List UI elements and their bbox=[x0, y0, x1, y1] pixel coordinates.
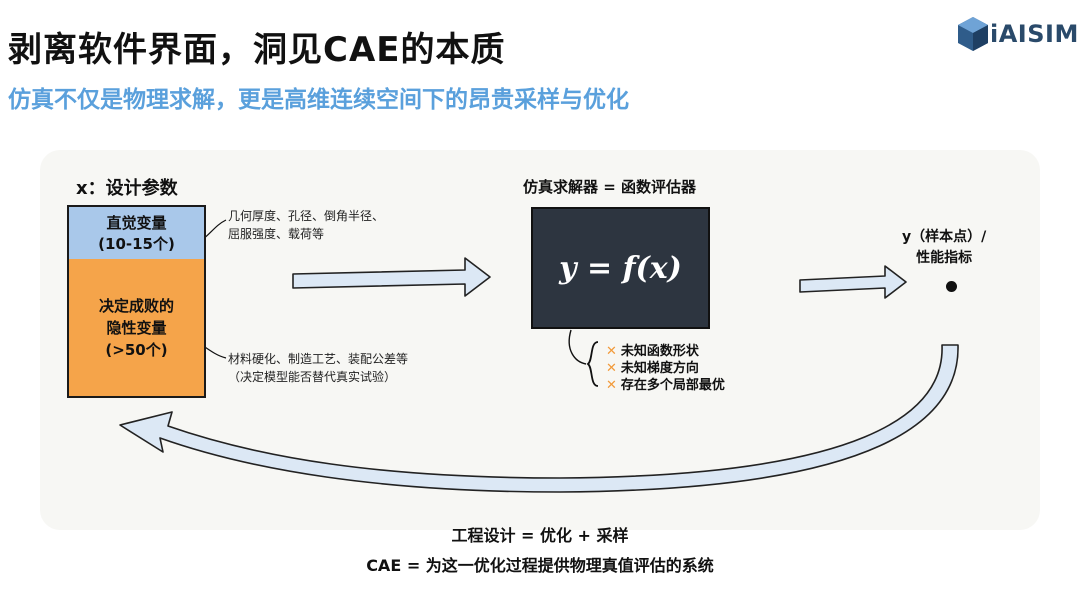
solver-formula: y = f(x) bbox=[559, 250, 682, 286]
summary-line-1: 工程设计 = 优化 + 采样 bbox=[451, 526, 629, 545]
note-line: 材料硬化、制造工艺、装配公差等 bbox=[228, 352, 409, 366]
solver-title: 仿真求解器 = 函数评估器 bbox=[523, 178, 697, 196]
hidden-variables-note: 材料硬化、制造工艺、装配公差等 （决定模型能否替代真实试验） bbox=[228, 350, 408, 386]
issue-label: 未知函数形状 bbox=[620, 344, 699, 359]
output-label-line: 性能指标 bbox=[916, 250, 973, 266]
issue-item: ✕未知函数形状 bbox=[606, 340, 699, 359]
logo-icon bbox=[958, 17, 988, 51]
hidden-variables-count: (>50个) bbox=[105, 340, 168, 359]
hidden-variables-label-2: 隐性变量 bbox=[106, 318, 167, 337]
issue-item: ✕未知梯度方向 bbox=[606, 357, 699, 376]
issue-item: ✕存在多个局部最优 bbox=[606, 374, 725, 393]
intuitive-variables-box: 直觉变量 (10-15个) bbox=[67, 205, 206, 263]
intuitive-variables-label: 直觉变量 bbox=[106, 214, 167, 232]
cross-icon: ✕ bbox=[606, 344, 617, 359]
logo-text: iAISIM bbox=[990, 20, 1079, 48]
solver-box: y = f(x) bbox=[531, 207, 710, 329]
hidden-variables-label-1: 决定成败的 bbox=[98, 296, 174, 315]
summary-line-2: CAE = 为这一优化过程提供物理真值评估的系统 bbox=[366, 556, 714, 575]
intuitive-variables-count: (10-15个) bbox=[98, 235, 175, 253]
x-parameters-title: x：设计参数 bbox=[76, 178, 178, 199]
output-label-line: y（样本点）/ bbox=[902, 229, 987, 245]
arrow-feedback-loop bbox=[119, 344, 959, 493]
intuitive-variables-note: 几何厚度、孔径、倒角半径、 屈服强度、载荷等 bbox=[228, 207, 384, 243]
page-title: 剥离软件界面，洞见CAE的本质 bbox=[8, 30, 506, 70]
cross-icon: ✕ bbox=[606, 378, 617, 393]
sample-point-dot bbox=[946, 281, 957, 292]
hidden-variables-box: 决定成败的 隐性变量 (>50个) bbox=[67, 259, 206, 398]
issues-brace bbox=[586, 341, 599, 387]
note-line: （决定模型能否替代真实试验） bbox=[228, 370, 397, 384]
page-subtitle: 仿真不仅是物理求解，更是高维连续空间下的昂贵采样与优化 bbox=[8, 87, 629, 113]
note-line: 屈服强度、载荷等 bbox=[228, 227, 325, 241]
solver-connector bbox=[568, 329, 587, 365]
issue-label: 存在多个局部最优 bbox=[620, 378, 725, 393]
issue-label: 未知梯度方向 bbox=[620, 361, 699, 376]
cross-icon: ✕ bbox=[606, 361, 617, 376]
output-label: y（样本点）/ 性能指标 bbox=[902, 227, 986, 269]
arrow-to-output bbox=[799, 265, 907, 299]
note-line: 几何厚度、孔径、倒角半径、 bbox=[228, 209, 385, 223]
arrow-to-solver bbox=[292, 257, 491, 297]
